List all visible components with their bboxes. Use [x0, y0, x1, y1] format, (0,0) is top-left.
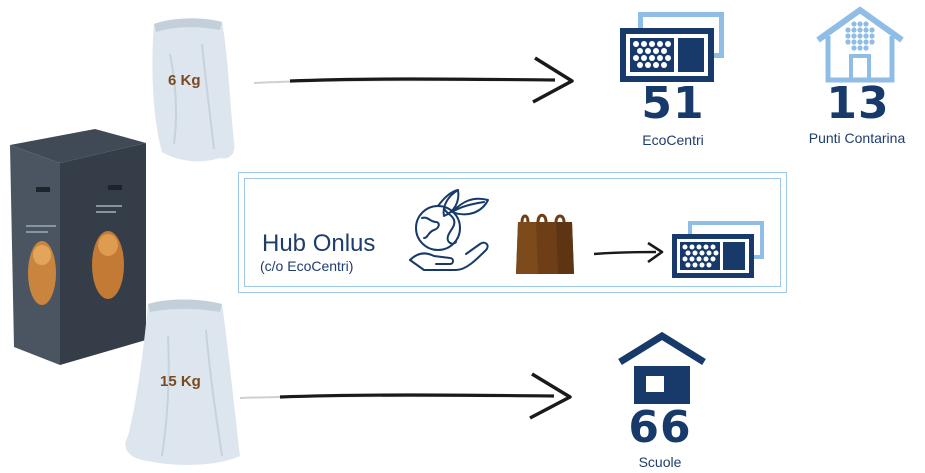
big-bag-icon — [512, 208, 578, 278]
ecocentri-small-icon — [670, 218, 770, 280]
bottom-sack-weight: 15 Kg — [160, 373, 201, 390]
arrow-top — [250, 50, 580, 110]
hub-title: Hub Onlus — [262, 230, 376, 257]
top-sack-image — [140, 14, 245, 164]
contarina-label: Punti Contarina — [808, 130, 906, 146]
top-sack-weight: 6 Kg — [168, 72, 201, 89]
bottom-sack-image — [118, 296, 248, 468]
ecocentri-icon — [618, 8, 730, 88]
school-icon — [614, 330, 710, 406]
contarina-house-icon — [810, 6, 910, 86]
ecocentri-label: EcoCentri — [642, 132, 704, 148]
contarina-count: 13 — [826, 78, 890, 129]
globe-hand-icon — [406, 182, 496, 274]
arrow-panel — [590, 238, 670, 268]
collection-box-image — [0, 125, 150, 370]
arrow-bottom — [236, 368, 576, 428]
ecocentri-count: 51 — [641, 78, 705, 129]
hub-subtitle: (c/o EcoCentri) — [260, 258, 354, 274]
schools-label: Scuole — [638, 454, 682, 470]
schools-count: 66 — [628, 402, 692, 453]
